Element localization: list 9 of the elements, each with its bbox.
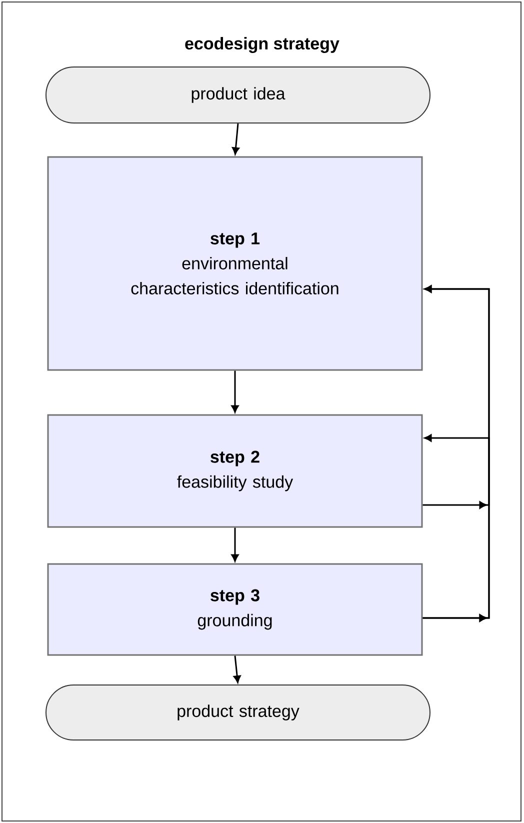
process-box: step 3 grounding — [47, 563, 423, 656]
arrow — [231, 528, 239, 562]
arrow — [232, 123, 240, 155]
process-box: step 2 feasibility study — [47, 414, 423, 528]
feedback-arrow — [422, 434, 490, 622]
arrow — [231, 370, 239, 413]
arrow — [233, 656, 241, 683]
process-box: step 1 environmental characteristics identification — [47, 156, 423, 371]
title: ecodesign strategy — [185, 37, 340, 53]
